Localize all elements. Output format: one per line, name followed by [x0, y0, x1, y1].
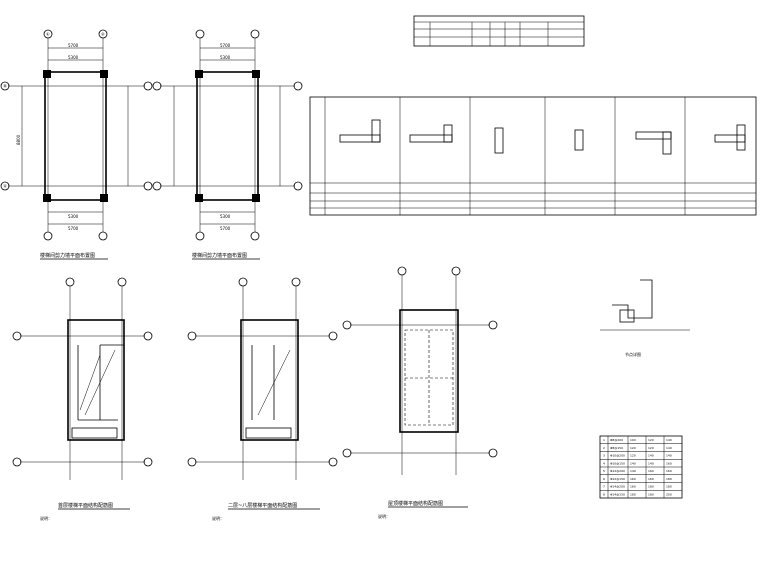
dim-top-total: 5700 [220, 43, 231, 48]
table-cell: 160 [648, 469, 654, 473]
table-cell: 200 [666, 492, 672, 496]
bottom-plan-1: 首层楼梯平面结构配筋图 说明： [12, 277, 153, 521]
table-cell: Φ8@150 [610, 446, 623, 450]
table-cell: 160 [630, 485, 636, 489]
table-cell: Φ12@150 [610, 477, 625, 481]
table-cell: Φ14@150 [610, 492, 625, 496]
table-cell: 140 [648, 461, 654, 465]
dim-bottom-inner: 5300 [220, 214, 231, 219]
detail-label: 节点详图 [625, 351, 641, 357]
rebar-table-rows: 1 Φ8@200 100 120 140 2 Φ8@150 120 120 140 3 Φ10@200… [600, 438, 682, 496]
table-cell: 160 [630, 477, 636, 481]
axis-label: Ⓐ [3, 183, 7, 189]
dim-top-inner: 5300 [220, 55, 231, 60]
table-cell: 3 [603, 454, 605, 458]
table-cell: 180 [648, 492, 654, 496]
bottom-plan-2-title: 二层~八层楼梯平面结构配筋图 [228, 502, 297, 509]
dim-bottom-total: 5700 [220, 226, 231, 231]
dim-top-inner: 5300 [68, 55, 79, 60]
axis-label: ② [101, 32, 105, 37]
table-cell: Φ12@200 [610, 469, 625, 473]
table-cell: Φ8@200 [610, 438, 623, 442]
plan-2-title: 楼梯间剪力墙平面布置图 [192, 252, 247, 259]
table-cell: 2 [603, 446, 605, 450]
table-cell: 8 [603, 492, 605, 496]
plan-1-title: 楼梯间剪力墙平面布置图 [40, 252, 95, 259]
table-cell: 140 [666, 438, 672, 442]
table-cell: 180 [630, 492, 636, 496]
dim-side: 8800 [16, 134, 21, 145]
node-detail: 节点详图 [600, 279, 690, 357]
table-cell: 6 [603, 477, 605, 481]
table-cell: Φ14@200 [610, 485, 625, 489]
table-cell: 180 [666, 485, 672, 489]
table-cell: 140 [666, 446, 672, 450]
dim-bottom-inner: 5300 [68, 214, 79, 219]
table-cell: 120 [648, 446, 654, 450]
table-cell: 160 [648, 477, 654, 481]
bottom-plan-2: 二层~八层楼梯平面结构配筋图 说明： [187, 277, 338, 521]
table-cell: 5 [603, 469, 605, 473]
table-cell: 120 [630, 446, 636, 450]
notes-heading: 说明： [40, 515, 52, 521]
table-cell: 180 [648, 485, 654, 489]
table-cell: Φ10@200 [610, 454, 625, 458]
axis-label: ① [46, 32, 50, 37]
table-cell: 160 [666, 469, 672, 473]
dim-bottom-total: 5700 [68, 226, 79, 231]
table-cell: 4 [603, 461, 605, 465]
plan-1: ① ② Ⓑ Ⓐ 5700 5300 5300 5700 8800 楼梯间剪力墙平… [0, 29, 153, 260]
bottom-plan-1-title: 首层楼梯平面结构配筋图 [58, 502, 113, 509]
table-cell: Φ10@150 [610, 461, 625, 465]
table-cell: 120 [648, 438, 654, 442]
table-cell: 180 [666, 477, 672, 481]
bottom-plan-3: 屋顶楼梯平面结构配筋图 说明： [342, 266, 498, 519]
table-cell: 1 [603, 438, 605, 442]
table-cell: 7 [603, 485, 605, 489]
table-cell: 140 [630, 461, 636, 465]
plan-2: 5700 5300 5300 5700 楼梯间剪力墙平面布置图 [152, 29, 303, 260]
axis-label: Ⓑ [3, 83, 7, 89]
table-cell: 160 [666, 461, 672, 465]
table-cell: 120 [630, 454, 636, 458]
wall-column-table [309, 96, 757, 216]
table-cell: 100 [630, 438, 636, 442]
table-cell: 140 [666, 454, 672, 458]
top-schedule-table [413, 15, 585, 47]
dim-top-total: 5700 [68, 43, 79, 48]
bottom-plan-3-title: 屋顶楼梯平面结构配筋图 [388, 500, 443, 507]
notes-heading: 说明： [212, 515, 224, 521]
notes-heading: 说明： [378, 513, 390, 519]
table-cell: 140 [630, 469, 636, 473]
table-cell: 140 [648, 454, 654, 458]
